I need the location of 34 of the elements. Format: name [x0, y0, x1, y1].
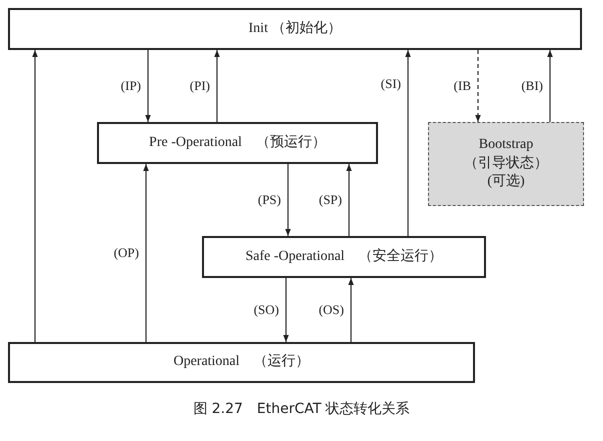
- edge-label: (OS): [318, 302, 345, 318]
- arrow: [143, 164, 149, 342]
- arrow: [285, 164, 291, 236]
- state-box: [8, 8, 582, 50]
- state-name: Init （初始化）: [248, 20, 342, 38]
- state-name: Operational （运行）: [173, 353, 310, 372]
- state-box: [97, 122, 378, 164]
- state-box: [8, 342, 475, 383]
- state-name: Safe -Operational （安全运行）: [245, 248, 443, 266]
- arrow: [475, 50, 481, 122]
- edge-label: (SI): [380, 76, 402, 92]
- arrow: [348, 278, 354, 342]
- edge-label: (SP): [318, 192, 343, 208]
- figure-caption: 图 2.27 EtherCAT 状态转化关系: [192, 400, 411, 418]
- edge-label: (PI): [188, 78, 211, 94]
- state-name: （引导状态）: [464, 154, 548, 173]
- edge-label: (OP): [112, 245, 140, 261]
- arrow: [32, 50, 38, 342]
- arrow: [214, 50, 220, 122]
- edge-label: (IP): [120, 78, 142, 94]
- state-name: Bootstrap: [478, 136, 534, 154]
- optional-state-box: [428, 122, 584, 206]
- edge-label: (IB: [452, 78, 472, 94]
- edge-label: (SO): [252, 302, 280, 318]
- arrow: [283, 278, 289, 342]
- arrow: [405, 50, 411, 236]
- edge-label: (BI): [520, 78, 544, 94]
- edge-label: (PS): [256, 192, 282, 208]
- state-name: Pre -Operational （预运行）: [149, 134, 326, 152]
- arrow: [547, 50, 553, 122]
- state-box: [202, 236, 486, 278]
- arrow: [145, 50, 151, 122]
- state-name: (可选): [487, 173, 525, 192]
- arrow: [346, 164, 352, 236]
